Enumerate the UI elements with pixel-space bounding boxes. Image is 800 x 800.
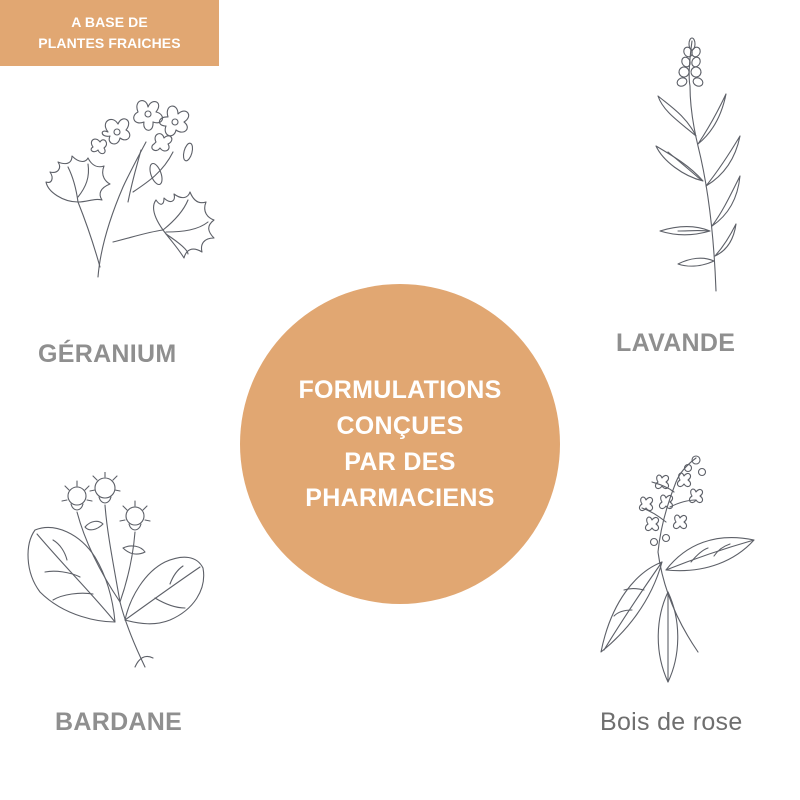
center-highlight-circle: FORMULATIONS CONÇUES PAR DES PHARMACIENS	[240, 284, 560, 604]
lavender-label: LAVANDE	[616, 329, 736, 357]
rosewood-label: Bois de rose	[600, 708, 743, 736]
burdock-illustration	[25, 472, 210, 672]
center-line-3: PAR DES	[344, 448, 456, 476]
burdock-label: BARDANE	[55, 708, 183, 736]
badge-line-1: A BASE DE	[71, 14, 148, 30]
badge-fresh-plants: A BASE DE PLANTES FRAICHES	[0, 0, 219, 66]
center-line-4: PHARMACIENS	[305, 484, 495, 512]
badge-line-2: PLANTES FRAICHES	[38, 35, 181, 51]
lavender-illustration	[648, 36, 748, 296]
geranium-illustration	[38, 92, 223, 282]
center-line-1: FORMULATIONS	[298, 376, 502, 404]
rosewood-illustration	[596, 452, 761, 687]
center-line-2: CONÇUES	[336, 412, 464, 440]
geranium-label: GÉRANIUM	[38, 340, 177, 368]
